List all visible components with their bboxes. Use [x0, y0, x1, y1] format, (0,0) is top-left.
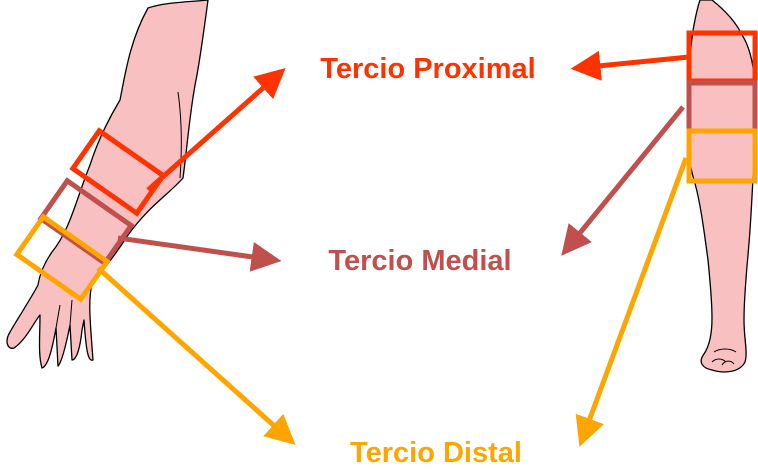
- arrow-arm-medial: [117, 235, 282, 272]
- arrow-arm-proximal: [146, 68, 286, 192]
- label-tercio-proximal: Tercio Proximal: [320, 53, 535, 85]
- leg-distal-box: [686, 128, 758, 184]
- leg-illustration: [686, 0, 757, 373]
- arm-distal-box: [13, 213, 111, 303]
- arm-proximal-box: [69, 127, 167, 217]
- arrow-leg-proximal: [570, 50, 690, 81]
- label-tercio-medial: Tercio Medial: [328, 245, 511, 277]
- arm-illustration: [6, 0, 209, 369]
- arrow-leg-medial: [561, 105, 685, 256]
- label-tercio-distal: Tercio Distal: [350, 437, 522, 469]
- arrow-arm-distal: [96, 266, 296, 446]
- arm-medial-box: [37, 177, 135, 267]
- arrow-leg-distal: [575, 157, 689, 448]
